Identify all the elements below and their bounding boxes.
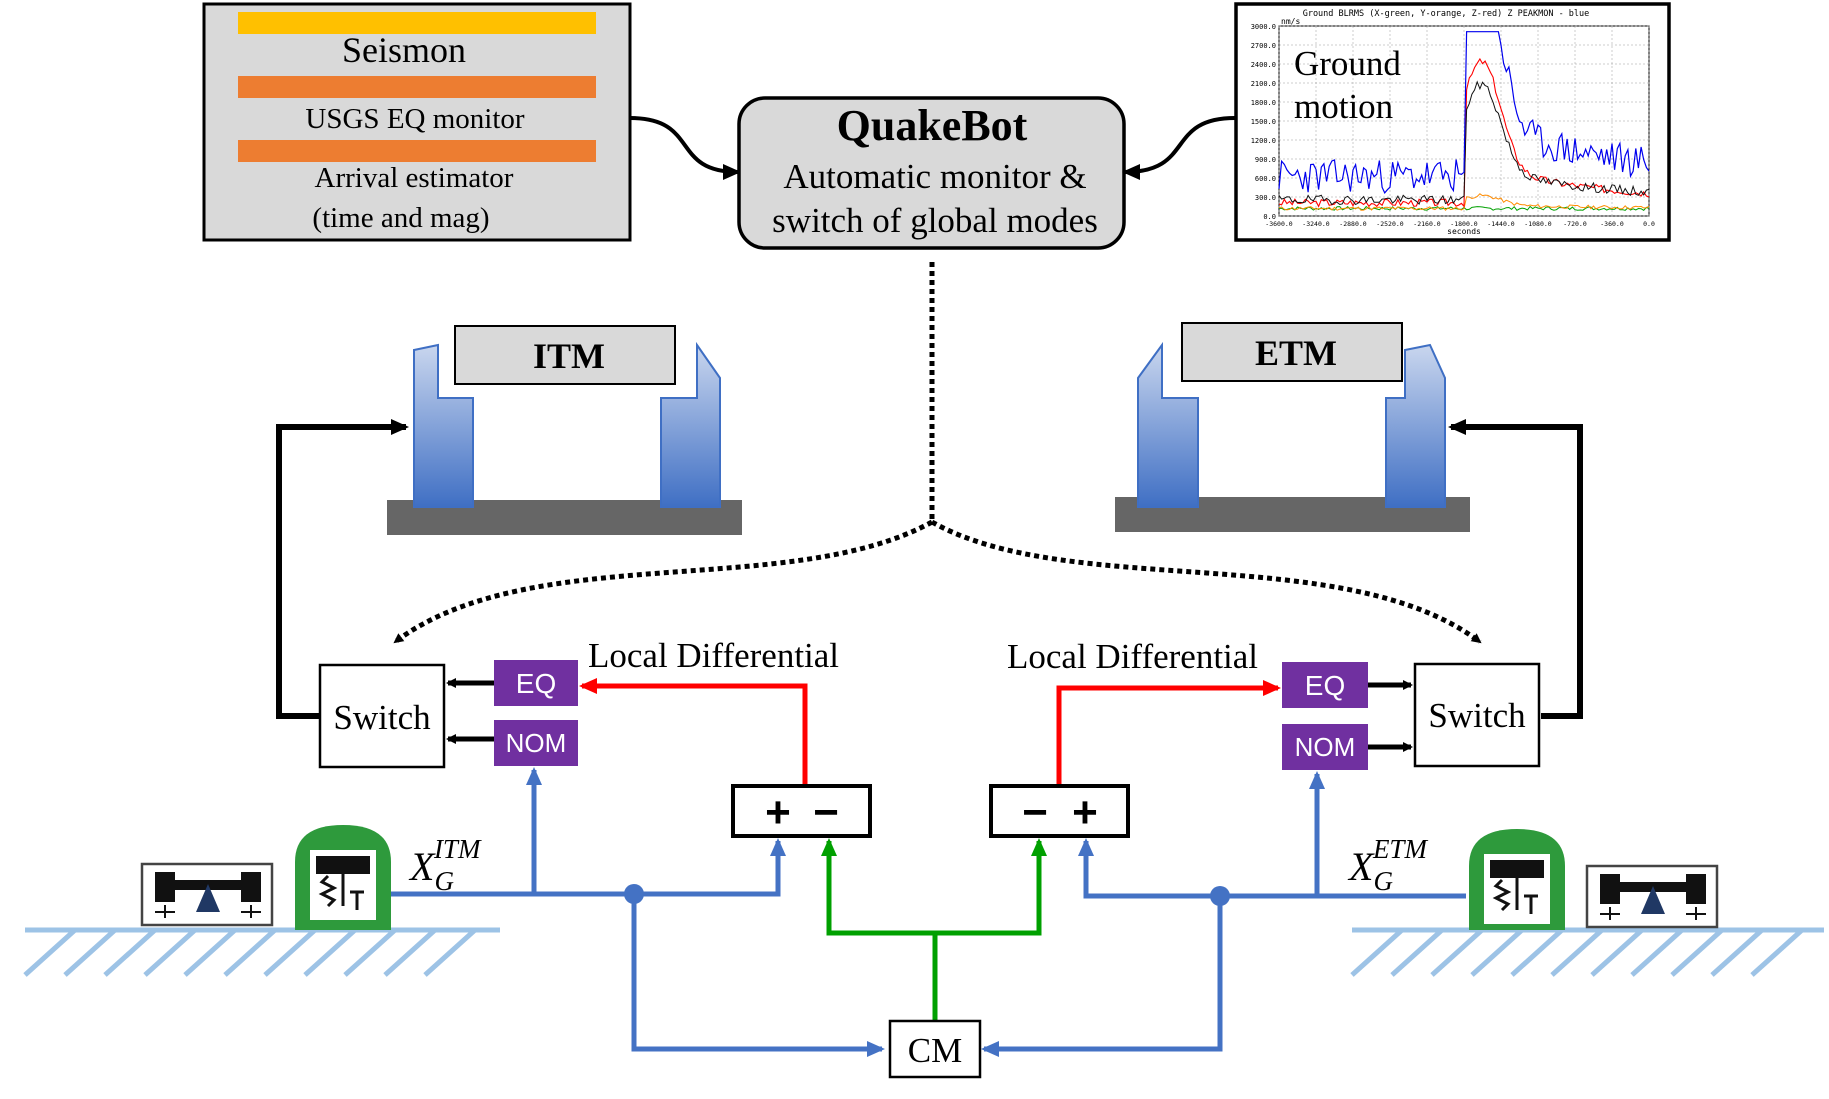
etm-ground-seismometer-icon: [1469, 829, 1565, 930]
left-eq-label: EQ: [516, 668, 556, 699]
left-switch: Switch: [318, 663, 446, 769]
left-sum-minus: −: [813, 788, 839, 837]
etm-signal-label: XGETM: [1347, 834, 1428, 896]
plot-x-tick-label: -1080.0: [1524, 220, 1551, 228]
quakebot-title: QuakeBot: [837, 101, 1028, 150]
left-eq-block: EQ: [494, 660, 578, 706]
plot-header: Ground BLRMS (X-green, Y-orange, Z-red) …: [1303, 9, 1590, 19]
ground-motion-label-line2: motion: [1294, 87, 1393, 126]
plot-y-tick-label: 300.0: [1255, 194, 1276, 202]
right-ground: [1350, 927, 1824, 977]
plot-x-tick-label: -2160.0: [1413, 220, 1440, 228]
plot-unit: nm/s: [1281, 17, 1300, 26]
itm-right-mirror-mount: [660, 341, 721, 508]
right-switch: Switch: [1413, 662, 1541, 768]
etm-signal-lines: [981, 771, 1466, 1057]
plot-y-tick-label: 1500.0: [1251, 118, 1276, 126]
seismon-panel: Seismon USGS EQ monitor Arrival estimato…: [202, 2, 632, 242]
right-differential-red-arrow: [1056, 680, 1281, 786]
ground-motion-plot: Ground BLRMS (X-green, Y-orange, Z-red) …: [1234, 2, 1671, 242]
itm-ground-seismometer-icon: [295, 825, 391, 930]
right-switch-label: Switch: [1428, 696, 1526, 735]
right-eq-label: EQ: [1305, 670, 1345, 701]
quakebot-desc-line1: Automatic monitor &: [783, 157, 1086, 196]
cm-block: CM: [888, 1019, 982, 1079]
plot-y-tick-label: 900.0: [1255, 156, 1276, 164]
usgs-bar: [238, 76, 596, 98]
quakebot-control-left: [393, 519, 934, 644]
arrival-label: Arrival estimator: [315, 162, 514, 194]
right-nom-label: NOM: [1295, 732, 1356, 762]
plot-x-tick-label: -3600.0: [1265, 220, 1292, 228]
quakebot-box: QuakeBot Automatic monitor & switch of g…: [737, 96, 1126, 250]
plot-y-tick-label: 2700.0: [1251, 42, 1276, 50]
itm-signal-label: XGITM: [408, 834, 482, 896]
ground-motion-label-line1: Ground: [1294, 44, 1401, 83]
seismon-bar: [238, 12, 596, 34]
plot-y-tick-label: 2100.0: [1251, 80, 1276, 88]
arrival-sublabel: (time and mag): [312, 202, 489, 234]
right-eq-block: EQ: [1282, 662, 1368, 708]
plot-traces: [1278, 31, 1650, 211]
ground-to-quakebot-connector: [1122, 116, 1236, 180]
itm-assembly: ITM: [387, 325, 742, 535]
itm-tiltmeter-icon: [140, 862, 274, 927]
left-sum-plus: +: [765, 788, 791, 837]
right-nom-block: NOM: [1282, 724, 1368, 770]
itm-signal-junction: [624, 884, 644, 904]
right-switch-to-etm-arrow: [1448, 419, 1583, 719]
quakebot-desc-line2: switch of global modes: [772, 201, 1098, 240]
cm-distribution-lines: [821, 838, 1047, 1021]
plot-x-tick-label: -1440.0: [1487, 220, 1514, 228]
plot-grid: [1278, 25, 1650, 217]
etm-tiltmeter-icon: [1585, 864, 1719, 929]
left-ground: [23, 927, 500, 977]
etm-left-mirror-mount: [1137, 341, 1199, 508]
usgs-label: USGS EQ monitor: [305, 103, 524, 135]
plot-y-tick-label: 2400.0: [1251, 61, 1276, 69]
itm-signal-lines: [388, 767, 885, 1057]
quakebot-control-right: [930, 519, 1482, 644]
right-local-differential-label: Local Differential: [1007, 637, 1258, 676]
right-diff-minus: −: [1022, 788, 1048, 837]
left-local-differential-label: Local Differential: [588, 636, 839, 675]
itm-label: ITM: [533, 336, 605, 376]
left-nom-block: NOM: [494, 720, 578, 766]
plot-xlabel: seconds: [1447, 227, 1481, 236]
etm-right-mirror-mount: [1385, 343, 1446, 508]
etm-assembly: ETM: [1115, 322, 1470, 532]
left-nom-label: NOM: [506, 728, 567, 758]
left-switch-to-itm-arrow: [276, 419, 409, 719]
plot-y-tick-label: 3000.0: [1251, 23, 1276, 31]
plot-x-tick-label: 0.0: [1643, 220, 1655, 228]
plot-y-tick-label: 1200.0: [1251, 137, 1276, 145]
etm-label: ETM: [1255, 333, 1337, 373]
itm-left-mirror-mount: [413, 343, 474, 508]
plot-x-tick-label: -2520.0: [1376, 220, 1403, 228]
plot-x-tick-label: -1800.0: [1450, 220, 1477, 228]
seismon-label: Seismon: [342, 30, 466, 70]
etm-signal-junction: [1210, 886, 1230, 906]
arrival-bar: [238, 140, 596, 162]
plot-y-tick-label: 600.0: [1255, 175, 1276, 183]
left-sum-block: + −: [731, 784, 872, 838]
plot-x-tick-label: -3240.0: [1302, 220, 1329, 228]
left-switch-label: Switch: [333, 698, 431, 737]
right-diff-plus: +: [1072, 788, 1098, 837]
cm-label: CM: [908, 1031, 962, 1070]
seismon-to-quakebot-connector: [629, 116, 741, 180]
plot-x-tick-label: -2880.0: [1339, 220, 1366, 228]
plot-x-tick-label: -720.0: [1563, 220, 1587, 228]
plot-x-tick-label: -360.0: [1600, 220, 1624, 228]
right-diff-block: − +: [989, 784, 1130, 838]
plot-y-tick-labels: 3000.0 2700.0 2400.0 2100.0 1800.0 1500.0 1200…: [1251, 23, 1276, 221]
plot-x-tick-labels: -3600.0 -3240.0 -2880.0 -2520.0 -2160.0 -1800…: [1265, 220, 1655, 228]
plot-y-tick-label: 0.0: [1263, 213, 1276, 221]
left-differential-red-arrow: [579, 678, 808, 786]
plot-y-tick-label: 1800.0: [1251, 99, 1276, 107]
